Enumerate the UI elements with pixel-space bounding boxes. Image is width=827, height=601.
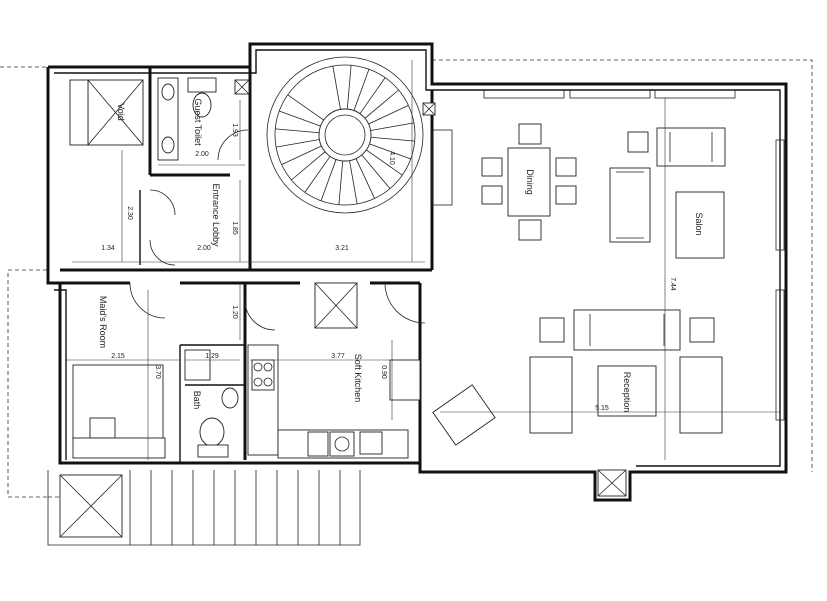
stair-tread	[366, 149, 403, 176]
dim-1-93: 1.93	[231, 123, 238, 137]
label-dining: Dining	[525, 169, 535, 195]
stair-tread	[275, 139, 320, 148]
dining-set	[481, 123, 577, 241]
dim-2-00-toilet: 2.00	[195, 151, 209, 158]
dim-4-10: 4.10	[388, 151, 395, 165]
label-salon: Salon	[694, 212, 704, 235]
dim-5-15: 5.15	[595, 405, 609, 412]
stair-tread	[353, 69, 370, 111]
stair-tread	[332, 65, 341, 110]
spiral-staircase	[266, 56, 453, 214]
stair-tread	[349, 160, 358, 205]
dimension-lines	[66, 60, 780, 460]
dim-2-30: 2.30	[126, 206, 133, 220]
label-soft-kitchen: Soft Kitchen	[353, 354, 363, 403]
dim-2-15: 2.15	[111, 353, 125, 360]
stair-tread	[370, 122, 415, 131]
dim-3-70: 3.70	[154, 365, 161, 379]
stair-tread	[355, 158, 375, 199]
stair-tread	[368, 105, 409, 125]
dim-1-29: 1.29	[205, 353, 219, 360]
exterior-walls	[46, 42, 788, 502]
label-entrance-lobby: Entrance Lobby	[211, 183, 221, 247]
windows	[483, 89, 785, 421]
site-boundary	[0, 59, 813, 498]
label-void: Void	[116, 103, 126, 121]
bath-fixtures	[184, 349, 239, 458]
label-reception: Reception	[622, 372, 632, 413]
stair-tread	[291, 151, 326, 181]
stair-tread	[279, 110, 321, 127]
void-area	[69, 79, 144, 146]
dim-1-85: 1.85	[231, 221, 238, 235]
interior-walls	[60, 67, 434, 463]
dim-1-34: 1.34	[101, 245, 115, 252]
guest-toilet-fixtures	[157, 77, 250, 161]
stair-tread	[361, 154, 391, 189]
label-guest-toilet: Guest Toilet	[193, 98, 203, 146]
lobby-doors	[129, 189, 426, 331]
stair-tread	[364, 89, 399, 119]
dim-1-20: 1.20	[231, 305, 238, 319]
stair-tread	[275, 128, 320, 134]
stair-tread	[281, 145, 322, 165]
front-steps	[47, 469, 627, 546]
stair-tread	[370, 136, 415, 142]
dim-3-77: 3.77	[331, 353, 345, 360]
stair-tread	[338, 160, 344, 205]
reception-set	[432, 309, 723, 446]
label-maids-room: Maid's Room	[98, 296, 108, 348]
dim-3-21: 3.21	[335, 245, 349, 252]
stair-tread	[359, 77, 386, 114]
stair-tread	[320, 159, 337, 201]
salon-set	[609, 127, 726, 259]
stair-tread	[304, 156, 331, 193]
stair-tread	[346, 65, 352, 110]
kitchen-fixtures	[247, 282, 421, 459]
maids-bed	[72, 364, 166, 459]
dim-0-90: 0.90	[380, 365, 387, 379]
stair-tread	[369, 143, 411, 160]
dim-7-44: 7.44	[669, 277, 676, 291]
label-bath: Bath	[192, 391, 202, 410]
dim-2-00-lobby: 2.00	[197, 245, 211, 252]
stair-tread	[287, 94, 324, 121]
